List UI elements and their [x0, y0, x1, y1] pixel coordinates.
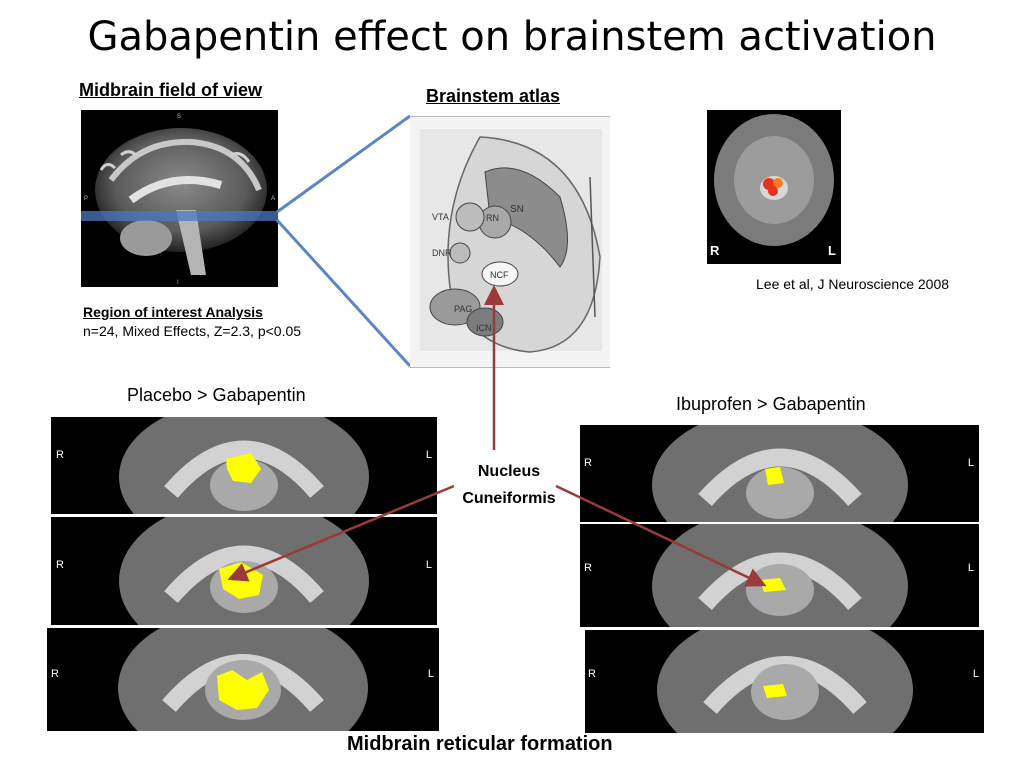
midbrain-fov-heading: Midbrain field of view: [79, 80, 263, 100]
brainstem-atlas-heading: Brainstem atlas: [426, 86, 561, 106]
atlas-label-icn: ICN: [476, 323, 492, 333]
atlas-label-ncf: NCF: [490, 270, 509, 280]
atlas-label-dnr: DNR: [432, 248, 452, 258]
panel-r: R: [588, 668, 596, 680]
placebo-panel-3: R L: [47, 628, 439, 731]
roi-stats: n=24, Mixed Effects, Z=2.3, p<0.05: [83, 323, 302, 339]
nucleus-cuneiformis-label: Nucleus Cuneiformis: [448, 458, 570, 512]
axial-label-l: L: [828, 243, 836, 258]
panel-l: L: [425, 559, 432, 571]
panel-r: R: [51, 668, 59, 680]
atlas-label-sn: SN: [510, 204, 524, 215]
placebo-panel-1: R L: [51, 417, 437, 514]
sag-label-a: A: [271, 196, 275, 202]
slide-title: Gabapentin effect on brainstem activatio…: [87, 14, 937, 60]
panel-l: L: [967, 562, 974, 574]
fov-connector-lines: [275, 114, 412, 368]
panel-r: R: [56, 449, 64, 461]
atlas-label-pag: PAG: [454, 304, 472, 314]
nucleus-label-line2: Cuneiformis: [462, 490, 556, 507]
atlas-label-rn: RN: [486, 213, 499, 223]
ibuprofen-gabapentin-label: Ibuprofen > Gabapentin: [676, 394, 866, 414]
panel-r: R: [584, 457, 592, 469]
nucleus-label-line1: Nucleus: [477, 463, 541, 480]
panel-r: R: [584, 562, 592, 574]
brainstem-atlas-diagram: SN VTA RN DNR NCF PAG ICN: [410, 116, 610, 368]
sag-label-p: P: [84, 196, 88, 202]
ibuprofen-panel-2: R L: [580, 524, 979, 627]
sag-label-s: S: [177, 114, 181, 120]
citation: Lee et al, J Neuroscience 2008: [756, 276, 950, 292]
axial-activation-inset: R L: [707, 110, 841, 264]
ibuprofen-panel-3: R L: [585, 630, 984, 733]
midbrain-reticular-label: Midbrain reticular formation: [347, 733, 613, 755]
panel-l: L: [972, 668, 979, 680]
axial-label-r: R: [710, 243, 720, 258]
panel-l: L: [967, 457, 974, 469]
ibuprofen-panel-1: R L: [580, 425, 979, 522]
panel-l: L: [427, 668, 434, 680]
panel-r: R: [56, 559, 64, 571]
panel-l: L: [425, 449, 432, 461]
roi-heading: Region of interest Analysis: [83, 304, 263, 320]
placebo-gabapentin-label: Placebo > Gabapentin: [127, 385, 306, 405]
atlas-label-vta: VTA: [432, 212, 449, 222]
sagittal-mri-image: S A P I: [81, 110, 278, 287]
sag-label-i: I: [177, 280, 179, 286]
